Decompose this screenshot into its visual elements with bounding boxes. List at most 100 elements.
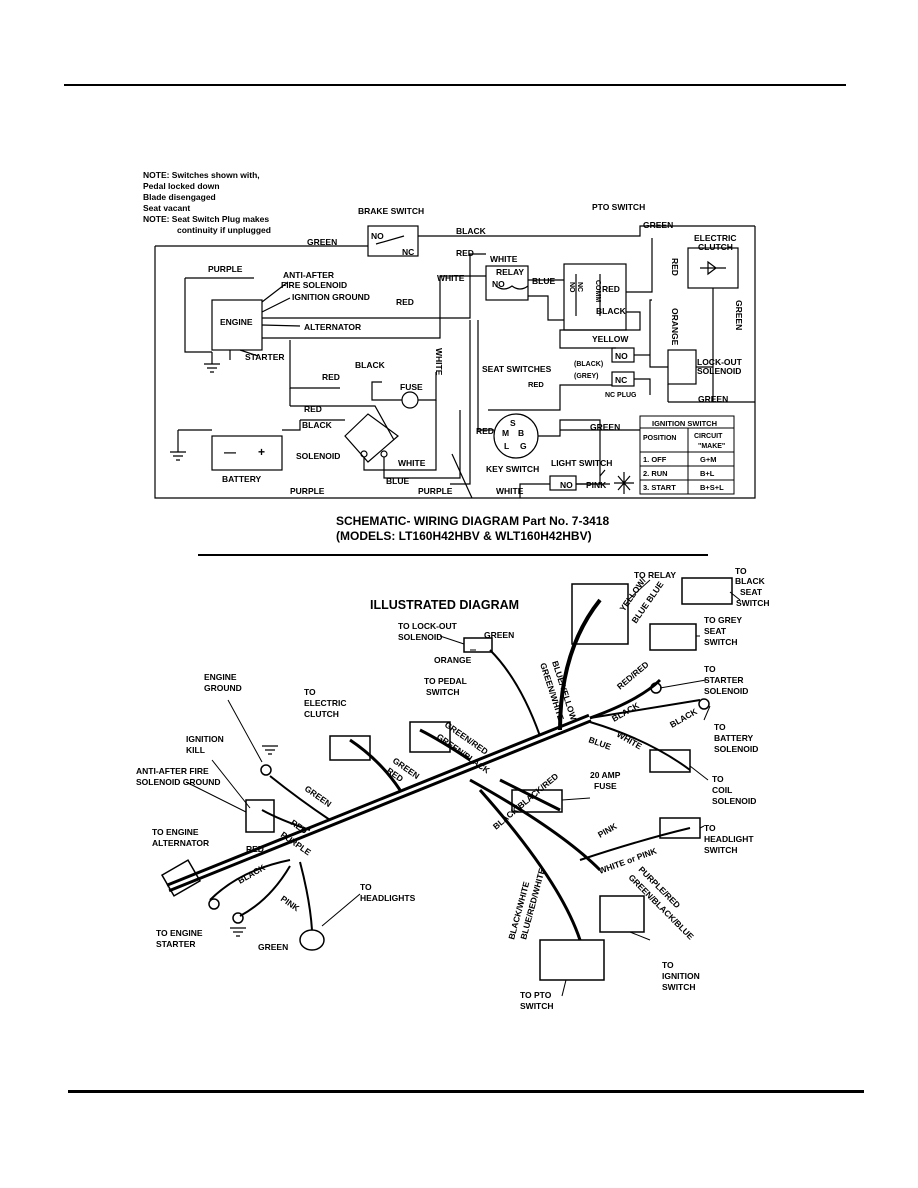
wire-label: WHITE	[490, 254, 518, 264]
lockout-label: SOLENOID	[398, 632, 442, 642]
alternator-connector	[160, 859, 202, 897]
starter-sol-label: TO	[704, 664, 716, 674]
wire-label: PINK	[279, 893, 302, 913]
table-cell: G+M	[700, 455, 716, 464]
nc-label: NC	[615, 375, 627, 385]
starter-sol-label: STARTER	[704, 675, 744, 685]
headlights-label: HEADLIGHTS	[360, 893, 416, 903]
wire-label: WHITE	[615, 729, 644, 752]
pto-label: TO PTO	[520, 990, 552, 1000]
ignition-switch-label: SWITCH	[662, 982, 696, 992]
table-col: CIRCUIT	[694, 433, 723, 440]
note-line: Pedal locked down	[143, 181, 220, 191]
brake-switch-label: BRAKE SWITCH	[358, 206, 424, 216]
starter-sol-label: SOLENOID	[704, 686, 748, 696]
frame-wire	[154, 226, 756, 499]
starter-label: STARTER	[245, 352, 285, 362]
solenoid-shape	[344, 413, 399, 463]
note-line: NOTE: Seat Switch Plug makes	[143, 214, 270, 224]
anti-after-label: FIRE SOLENOID	[281, 280, 347, 290]
note-line: NOTE: Switches shown with,	[143, 170, 260, 180]
battery-sol-label: BATTERY	[714, 733, 754, 743]
grey-seat-connector	[649, 623, 697, 651]
engine-starter-ring	[208, 898, 220, 910]
top-rule	[64, 84, 846, 86]
pedal-connector	[409, 721, 451, 753]
wire-label: RED	[396, 297, 414, 307]
black-seat-label: SWITCH	[736, 598, 770, 608]
fuse-label: 20 AMP	[590, 770, 621, 780]
alternator-label: ALTERNATOR	[152, 838, 209, 848]
pto-label: SWITCH	[520, 1001, 554, 1011]
clutch-label: CLUTCH	[304, 709, 339, 719]
battery-plus: +	[258, 445, 265, 459]
wire-label: BLACK	[596, 306, 627, 316]
seat-tag: (BLACK)	[574, 361, 603, 368]
purple-wire	[184, 278, 212, 353]
fuse-label: FUSE	[594, 781, 617, 791]
lockout-label: LOCK-OUT	[697, 357, 743, 367]
wire-label: YELLOW	[592, 334, 629, 344]
wire-label: WHITE	[398, 458, 426, 468]
headlight-switch-label: TO	[704, 823, 716, 833]
headlights-label: TO	[360, 882, 372, 892]
relay-label: TO RELAY	[634, 570, 676, 580]
wire-label: GREEN	[590, 422, 620, 432]
ignition-kill-label: KILL	[186, 745, 205, 755]
section-divider	[198, 554, 708, 556]
nc-plug-label: NC PLUG	[605, 392, 637, 399]
ignition-switch-table	[639, 415, 735, 495]
wire-label: RED	[456, 248, 474, 258]
ignition-connector	[599, 895, 645, 933]
wire-label: ORANGE	[434, 655, 472, 665]
battery-label: BATTERY	[222, 474, 262, 484]
key-switch-label: KEY SWITCH	[486, 464, 539, 474]
key-terminal: L	[504, 441, 509, 451]
grey-seat-label: SWITCH	[704, 637, 738, 647]
wire-label: GREEN	[734, 300, 744, 330]
wire-label: GREEN	[258, 942, 288, 952]
no-label: NO	[492, 279, 505, 289]
pto-switch-label: PTO SWITCH	[592, 202, 645, 212]
key-terminal: G	[520, 441, 527, 451]
alternator-label: TO ENGINE	[152, 827, 199, 837]
engine-label: ENGINE	[220, 317, 253, 327]
anti-after-label: ANTI-AFTER	[283, 270, 334, 280]
relay-box	[485, 265, 529, 301]
battery-sol-label: SOLENOID	[714, 744, 758, 754]
wire-label: WHITE	[496, 486, 524, 496]
clutch-label: TO	[304, 687, 316, 697]
grey-seat-label: SEAT	[704, 626, 727, 636]
fuse-holder	[511, 789, 563, 813]
wire-label: BLACK	[355, 360, 386, 370]
table-title: IGNITION SWITCH	[652, 419, 717, 428]
wire-label: GREEN	[698, 394, 728, 404]
wire-label: BLACK	[302, 420, 333, 430]
table-col: POSITION	[643, 435, 676, 442]
engine-ground-label: ENGINE	[204, 672, 237, 682]
wire-label: GREEN	[307, 237, 337, 247]
anti-after-label: ANTI-AFTER FIRE	[136, 766, 209, 776]
wire-label: PINK	[596, 820, 619, 839]
relay-label: RELAY	[496, 267, 524, 277]
wire-label: PINK	[586, 480, 607, 490]
note-line: Blade disengaged	[143, 192, 216, 202]
ignition-ground-label: IGNITION GROUND	[292, 292, 370, 302]
wire-label: BLACK	[236, 862, 268, 886]
battery-box	[211, 435, 283, 471]
ignition-kill-label: IGNITION	[186, 734, 224, 744]
wire-label: BLUE	[587, 734, 612, 751]
coil-connector	[649, 749, 691, 773]
wire-label: BLUE	[386, 476, 409, 486]
caption-line: SCHEMATIC- WIRING DIAGRAM Part No. 7-341…	[336, 514, 610, 528]
headlights-connector	[299, 929, 325, 951]
ground-symbol	[230, 927, 246, 937]
nc-label: NC	[576, 282, 583, 292]
wire-label: BLACK	[456, 226, 487, 236]
light-switch-box	[549, 475, 577, 491]
wire-label: RED	[670, 258, 680, 276]
grey-seat-label: TO GREY	[704, 615, 742, 625]
black-seat-label: SEAT	[740, 587, 763, 597]
wire-label: GREEN	[643, 220, 673, 230]
